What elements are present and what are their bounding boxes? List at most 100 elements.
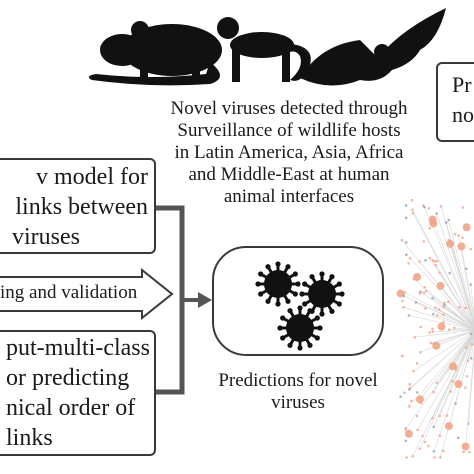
network-node [457,234,460,237]
multiclass-box-line: links [6,425,53,451]
network-node [428,256,432,260]
multiclass-box-line: nical order of [6,395,136,421]
multiclass-box-line: put-multi-class [6,335,150,361]
network-node [464,386,467,389]
network-node [435,314,439,317]
network-edge [438,309,474,330]
network-edge [465,349,474,447]
network-node [418,447,422,450]
primate-silhouette [217,17,311,82]
network-node [411,208,414,212]
network-node [412,277,416,281]
network-node [442,313,445,316]
virus-icon [277,305,323,351]
network-node [424,289,428,293]
prediction-caption-line: Predictions for novel [218,370,378,391]
network-node [462,223,471,232]
network-node [469,283,472,286]
network-edge [422,333,474,437]
network-node [434,306,437,310]
caption-line: animal interfaces [223,186,355,207]
network-node [411,211,415,215]
network-node [458,305,461,309]
network-edge [433,330,474,345]
network-edge [409,331,474,389]
network-node [403,291,407,294]
network-node [464,346,468,350]
network-node [408,383,412,386]
network-node [415,414,419,418]
network-node [402,305,405,309]
network-node [427,206,431,210]
network-node [437,308,441,311]
network-edge [420,291,474,329]
network-node [424,307,427,310]
right-partial-box: Pr no [436,62,474,142]
network-node [399,395,402,398]
network-edge [465,332,474,348]
network-node [416,428,419,432]
network-node [438,434,442,437]
network-node [445,414,449,417]
network-node [446,300,450,304]
network-node [465,374,469,378]
network-graph [396,198,474,459]
network-node [432,390,435,394]
network-node [457,242,466,251]
network-node [451,380,454,383]
network-node [408,386,412,390]
network-node [419,350,422,354]
network-node [438,414,442,418]
rodent-silhouette [88,21,222,86]
prediction-caption-line: viruses [271,392,325,413]
network-node [404,216,408,220]
network-edge [419,331,474,400]
network-node [404,204,408,207]
network-node [432,425,436,429]
network-node [435,259,439,263]
network-node [442,449,445,453]
network-edge [414,329,474,338]
network-node [444,221,448,224]
network-edge [413,330,474,372]
network-node [467,422,470,426]
network-node [422,291,426,295]
network-node [402,294,406,298]
network-node [435,212,438,215]
network-edge [470,284,474,316]
network-node [461,442,470,451]
network-node [408,256,412,260]
network-node [446,239,455,248]
network-node [442,305,445,309]
network-node [404,241,408,244]
network-node [415,391,419,394]
right-box-line: no [452,102,474,127]
network-node [405,253,408,257]
network-node [423,440,427,444]
network-node [431,296,434,300]
caption-line: Novel viruses detected through [170,98,408,119]
surveillance-caption: Novel viruses detected through Surveilla… [152,98,426,208]
network-edge [409,258,474,329]
network-edge [419,333,474,449]
network-edge [432,329,474,332]
virus-icons [255,261,345,351]
network-node [447,328,451,331]
network-node [410,399,413,403]
network-edge [448,301,474,329]
network-node [436,281,445,290]
network-node [442,320,445,324]
network-node [404,429,413,438]
network-node [469,247,473,251]
network-node [444,422,453,431]
validation-arrow-label: ing and validation [0,282,138,303]
network-node [470,342,474,346]
network-node [428,331,432,334]
network-edge [448,239,474,325]
network-node [416,395,425,404]
bracket-line [156,205,185,395]
network-edge [459,306,474,328]
network-node [414,301,418,304]
